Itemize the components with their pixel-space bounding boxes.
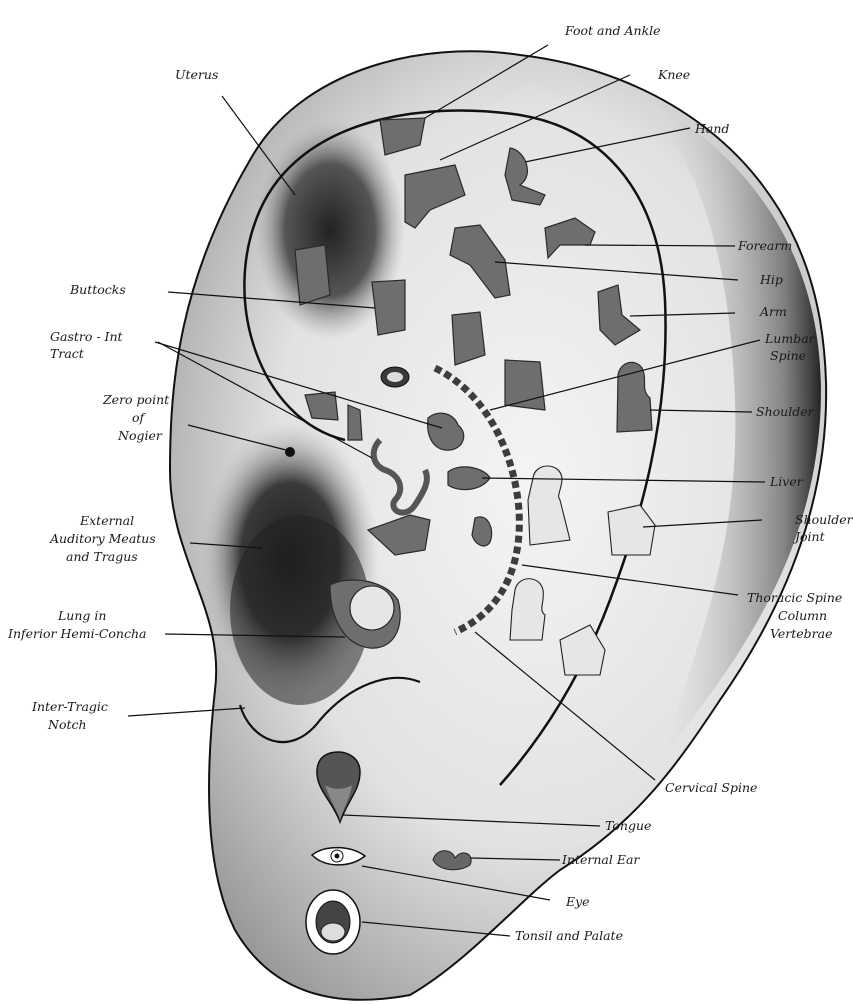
label-foot-ankle: Foot and Ankle	[564, 23, 661, 38]
label-auditory-meatus: Auditory Meatus	[49, 531, 156, 546]
label-eye: Eye	[565, 894, 590, 909]
label-and-tragus: and Tragus	[66, 549, 138, 564]
label-hip: Hip	[759, 272, 783, 287]
label-external: External	[79, 513, 134, 528]
label-lung-in: Lung in	[57, 608, 106, 623]
label-vertebrae: Vertebrae	[770, 626, 833, 641]
buttocks-figure	[372, 280, 405, 335]
label-forearm: Forearm	[737, 238, 792, 253]
label-nogier: Nogier	[117, 428, 163, 443]
pelvis-figure	[452, 312, 485, 365]
gastro-figure-2	[348, 405, 362, 440]
label-thoracic: Thoracic Spine	[747, 590, 842, 605]
label-inter-tragic: Inter-Tragic	[31, 699, 108, 714]
uterus-figure	[295, 245, 330, 305]
zero-point-marker	[285, 447, 295, 457]
label-hand: Hand	[694, 121, 729, 136]
label-inferior-hemi-concha: Inferior Hemi-Concha	[7, 626, 146, 641]
label-spine: Spine	[770, 348, 806, 363]
label-tonsil-palate: Tonsil and Palate	[515, 928, 623, 943]
label-of: of	[132, 410, 147, 425]
label-cervical-spine: Cervical Spine	[665, 780, 757, 795]
label-buttocks: Buttocks	[69, 282, 126, 297]
label-uterus: Uterus	[175, 67, 218, 82]
kidney-figure	[472, 517, 492, 546]
label-internal-ear: Internal Ear	[561, 852, 640, 867]
head-figure	[510, 579, 545, 640]
lumbar-figure	[505, 360, 545, 410]
label-tongue: Tongue	[605, 818, 651, 833]
label-lumbar: Lumbar	[764, 331, 816, 346]
lung-inset	[350, 586, 394, 630]
label-liver: Liver	[769, 474, 804, 489]
label-tract: Tract	[50, 346, 85, 361]
label-shoulder-joint-2: Joint	[792, 529, 826, 544]
label-zero-point: Zero point	[102, 392, 170, 407]
label-arm: Arm	[759, 304, 787, 319]
label-gastro: Gastro - Int	[50, 329, 124, 344]
label-shoulder: Shoulder	[756, 404, 815, 419]
label-knee: Knee	[657, 67, 690, 82]
label-shoulder-joint-1: Shoulder	[795, 512, 853, 527]
label-column: Column	[778, 608, 827, 623]
label-notch: Notch	[47, 717, 87, 732]
